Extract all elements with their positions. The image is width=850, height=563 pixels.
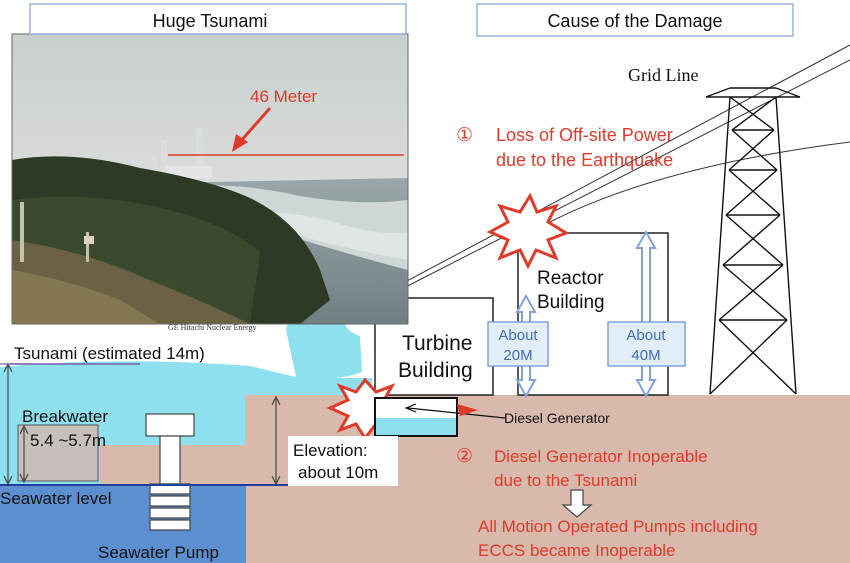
- reactor-label-2: Building: [537, 292, 605, 313]
- about-20m-line2: 20M: [503, 347, 532, 364]
- about-20m-box: [487, 321, 549, 367]
- grid-line-label: Grid Line: [628, 65, 698, 85]
- diesel-generator-label: Diesel Generator: [504, 410, 610, 426]
- cause1-number: ①: [456, 125, 473, 146]
- breakwater-height-arrow: [19, 424, 29, 484]
- result-down-arrow: [561, 489, 593, 518]
- photo-height-callout: 46 Meter: [250, 87, 317, 106]
- seawater: [0, 485, 246, 563]
- seawater-level-label: Seawater level: [0, 489, 112, 508]
- right-title: Cause of the Damage: [547, 11, 722, 31]
- breakwater: [17, 424, 99, 482]
- breakwater-label: Breakwater: [22, 407, 108, 426]
- right-title-box: [476, 3, 794, 37]
- about-40m-box: [607, 321, 686, 367]
- result-line1: All Motion Operated Pumps including: [478, 517, 758, 536]
- result-line2: ECCS became Inoperable: [478, 541, 676, 560]
- cause2-line2: due to the Tsunami: [494, 471, 637, 490]
- elevation-arrow: [271, 395, 281, 486]
- cause2-number: ②: [456, 446, 473, 467]
- diesel-pointer-head: [404, 403, 417, 413]
- elevation-line1: Elevation:: [293, 441, 368, 460]
- transmission-tower: [705, 87, 801, 395]
- breakwater-height-label: 5.4 ~5.7m: [30, 431, 106, 450]
- reactor-label-1: Reactor: [537, 268, 604, 289]
- left-title-box: [29, 3, 407, 35]
- seawater-pump: [145, 413, 195, 531]
- cause2-line1: Diesel Generator Inoperable: [494, 447, 708, 466]
- about-40m-line2: 40M: [631, 347, 660, 364]
- diesel-pointer: [407, 407, 506, 419]
- photo-callout-arrow: [238, 107, 272, 143]
- seawater-pump-label: Seawater Pump: [98, 543, 219, 562]
- diesel-burst-right: [457, 404, 478, 416]
- tsunami-estimated-label: Tsunami (estimated 14m): [14, 344, 205, 363]
- height-40m-arrow: [635, 229, 657, 399]
- turbine-label-2: Building: [398, 359, 473, 382]
- elevation-line2: about 10m: [298, 463, 378, 482]
- turbine-label-1: Turbine: [402, 332, 472, 355]
- about-40m-line1: About: [626, 327, 666, 344]
- cause1-line1: Loss of Off-site Power: [496, 125, 673, 145]
- photo-credit: GE Hitachi Nuclear Energy: [168, 323, 256, 332]
- left-title: Huge Tsunami: [153, 11, 268, 31]
- photo-callout-arrow-head: [232, 134, 248, 152]
- tsunami-photo: [11, 33, 409, 325]
- earthquake-burst-icon: [486, 192, 570, 270]
- elevation-label-bg: [288, 436, 398, 486]
- about-20m-line1: About: [498, 327, 538, 344]
- cause1-line2: due to the Earthquake: [496, 150, 673, 170]
- diesel-generator-flood: [376, 418, 456, 435]
